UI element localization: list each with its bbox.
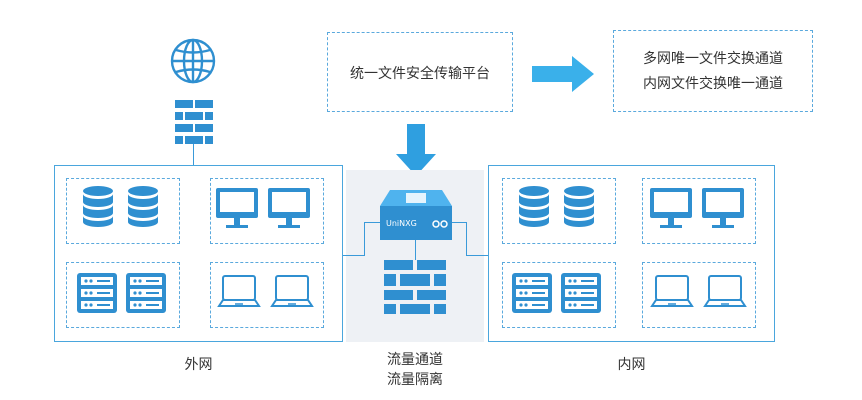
database-icon [564,186,594,227]
inner-server-group [502,262,616,328]
server-icon [126,273,166,313]
link-inner-v [466,222,467,256]
database-icon [83,186,113,227]
monitor-icon [702,188,744,228]
outer-laptop-group [210,262,324,328]
link-inner-device [450,222,466,223]
laptop-icon [651,275,693,307]
link-device-fw [415,240,416,260]
platform-box [327,32,513,112]
firewall-icon [175,100,213,144]
arrow-right-icon [532,56,594,92]
link-outer [343,255,364,256]
gateway-device-icon [380,190,452,240]
database-icon [128,186,158,227]
outer-monitor-group [210,178,324,244]
monitor-icon [216,188,258,228]
result-line-1: 多网唯一文件交换通道 [643,51,783,67]
inner-network-box [488,165,775,342]
uplink-line [193,144,194,166]
inner-laptop-group [642,262,756,328]
link-inner [466,255,488,256]
link-outer-device [364,222,382,223]
result-box [613,30,813,112]
outer-network-box [54,165,343,342]
outer-network-label: 外网 [184,357,213,373]
monitor-icon [650,188,692,228]
outer-server-group [66,262,180,328]
inner-monitor-group [642,178,756,244]
globe-icon [170,38,216,84]
link-outer-v [364,222,365,256]
inner-network-label: 内网 [617,357,646,373]
arrow-down-icon [396,124,436,176]
platform-label: 统一文件安全传输平台 [350,66,490,82]
laptop-icon [271,275,313,307]
device-brand: UniNXG [386,219,417,228]
laptop-icon [704,275,746,307]
center-label-2: 流量隔离 [387,372,443,388]
outer-db-group [66,178,180,244]
laptop-icon [218,275,260,307]
inner-db-group [502,178,616,244]
database-icon [519,186,549,227]
server-icon [512,273,552,313]
firewall-icon [384,260,446,314]
center-label-1: 流量通道 [387,352,443,368]
monitor-icon [268,188,310,228]
server-icon [561,273,601,313]
result-line-2: 内网文件交换唯一通道 [643,76,783,92]
server-icon [77,273,117,313]
